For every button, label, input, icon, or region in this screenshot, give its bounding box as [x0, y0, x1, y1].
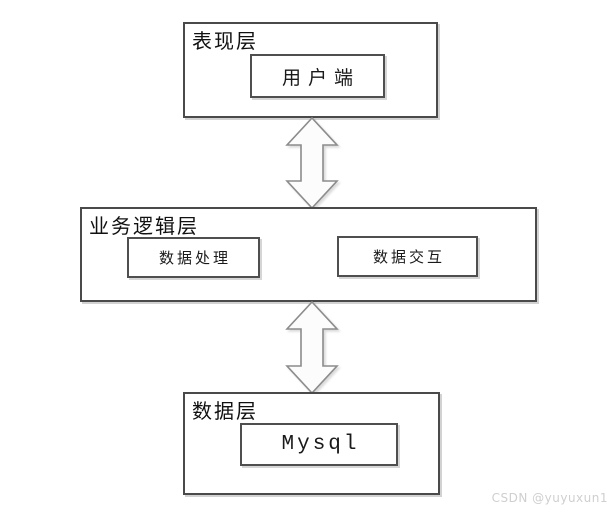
node-client-label: 用户端: [281, 66, 360, 89]
node-data-processing: 数据处理: [127, 237, 260, 278]
layer-label-business: 业务逻辑层: [89, 214, 199, 238]
node-data-interaction-label: 数据交互: [372, 248, 445, 266]
node-client: 用户端: [250, 54, 385, 98]
node-mysql: Mysql: [240, 423, 398, 466]
layer-label-presentation: 表现层: [192, 29, 258, 53]
double-arrow-business-data-icon: [285, 301, 339, 394]
layer-box-presentation: 表现层: [183, 22, 438, 118]
layer-label-data: 数据层: [192, 399, 258, 423]
node-mysql-label: Mysql: [281, 433, 360, 456]
csdn-watermark: CSDN @yuyuxun1: [491, 491, 608, 505]
node-data-interaction: 数据交互: [337, 236, 478, 277]
node-data-processing-label: 数据处理: [158, 249, 231, 267]
double-arrow-presentation-business-icon: [285, 117, 339, 209]
